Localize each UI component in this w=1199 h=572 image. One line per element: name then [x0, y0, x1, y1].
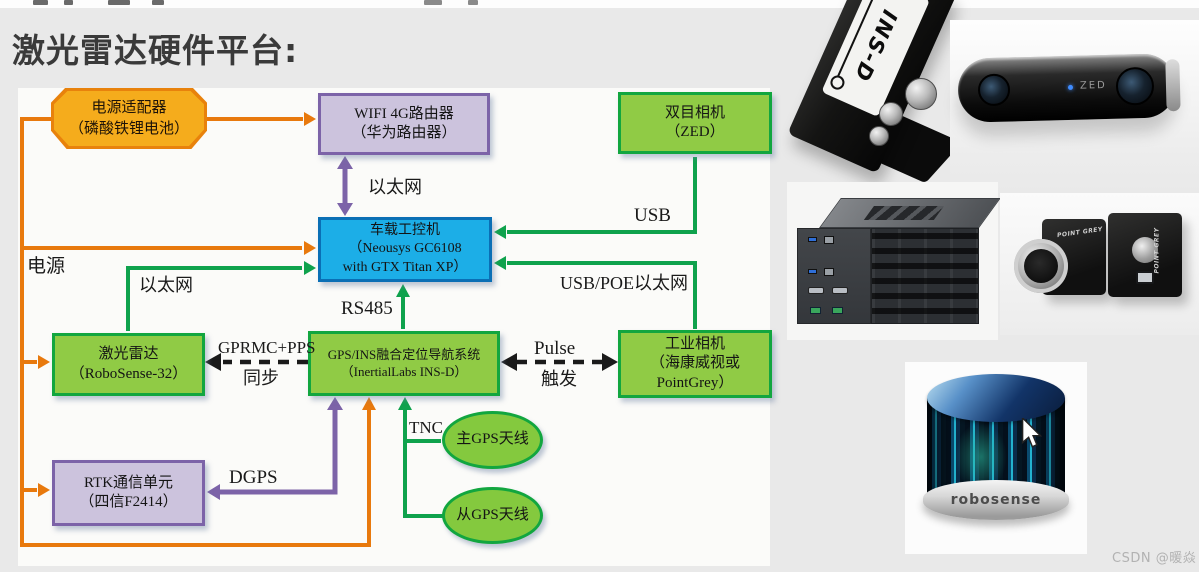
zed-logo: ZED	[1079, 79, 1107, 92]
usb-port-icon	[808, 269, 817, 274]
edge-label-pulse: Pulse	[534, 338, 576, 359]
lidar-top-face	[927, 374, 1065, 422]
usb-port-icon	[808, 237, 817, 242]
photo-zed-camera: ZED	[950, 20, 1199, 192]
connector-icon	[905, 78, 937, 110]
node-label: （磷酸铁锂电池）	[68, 120, 189, 137]
edge-label-power: 电源	[27, 256, 66, 277]
led-icon	[1067, 84, 1074, 90]
node-gps-ins: GPS/INS融合定位导航系统 （InertialLabs INS-D）	[308, 331, 500, 396]
photo-industrial-pc	[787, 182, 1001, 340]
csdn-watermark: CSDN @暖焱	[1112, 551, 1197, 566]
pc-top-face	[819, 198, 1001, 228]
cropped-top-strip	[0, 0, 1199, 8]
node-power-adapter: 电源适配器 （磷酸铁锂电池）	[51, 88, 207, 149]
connector-icon	[869, 126, 889, 146]
node-rtk-unit: RTK通信单元 （四信F2414）	[52, 460, 205, 526]
edge-label-sync: 同步	[243, 368, 279, 388]
camera-lens-icon	[1115, 66, 1155, 106]
connector-icon	[1132, 237, 1158, 263]
photo-robosense-lidar: robosense	[905, 362, 1087, 554]
node-industrial-camera: 工业相机 （海康威视或 PointGrey）	[618, 330, 772, 398]
node-main-gps-antenna: 主GPS天线	[442, 411, 543, 469]
node-wifi-router: WIFI 4G路由器 （华为路由器）	[318, 93, 490, 155]
camera-lens-icon	[977, 73, 1011, 107]
edge-label-usb: USB	[634, 205, 671, 226]
node-stereo-camera: 双目相机 （ZED）	[618, 92, 772, 154]
connector-icon	[879, 102, 903, 126]
lidar-base: robosense	[923, 480, 1069, 520]
edge-label-usb-poe: USB/POE以太网	[560, 273, 689, 293]
mouse-cursor-icon	[1021, 418, 1043, 448]
edge-label-rs485: RS485	[341, 298, 393, 319]
robosense-logo: robosense	[950, 492, 1042, 508]
ethernet-port-icon	[824, 268, 834, 276]
pc-front-panel	[797, 228, 871, 324]
edge-label-tnc: TNC	[409, 418, 443, 437]
photo-pointgrey-cameras: POINT GREY POINT GREY	[1000, 193, 1199, 335]
lens-mount-icon	[1014, 239, 1068, 293]
edge-label-ethernet-top: 以太网	[368, 177, 422, 197]
page-title: 激光雷达硬件平台:	[12, 31, 299, 70]
ethernet-port-icon	[824, 236, 834, 244]
node-onboard-pc: 车载工控机 （Neousys GC6108 with GTX Titan XP）	[318, 217, 492, 282]
node-label: 电源适配器	[91, 100, 167, 117]
edge-label-dgps: DGPS	[229, 467, 278, 488]
pc-vented-side	[871, 228, 979, 324]
terminal-block-icon	[832, 307, 843, 314]
terminal-block-icon	[810, 307, 821, 314]
edge-label-trigger: 触发	[541, 369, 577, 389]
pointgrey-camera-back: POINT GREY	[1108, 213, 1182, 297]
serial-port-icon	[808, 287, 824, 294]
edge-label-gprmc-pps: GPRMC+PPS	[218, 338, 316, 357]
edge-label-ethernet-left: 以太网	[139, 275, 193, 295]
node-lidar: 激光雷达 （RoboSense-32）	[52, 333, 205, 396]
pointgrey-camera-front: POINT GREY	[1014, 219, 1106, 295]
serial-port-icon	[832, 287, 848, 294]
photo-ins-d-device: INS-D	[787, 0, 963, 184]
node-slave-gps-antenna: 从GPS天线	[442, 487, 543, 544]
firewire-port-icon	[1136, 271, 1154, 284]
zed-camera-body: ZED	[957, 53, 1177, 123]
